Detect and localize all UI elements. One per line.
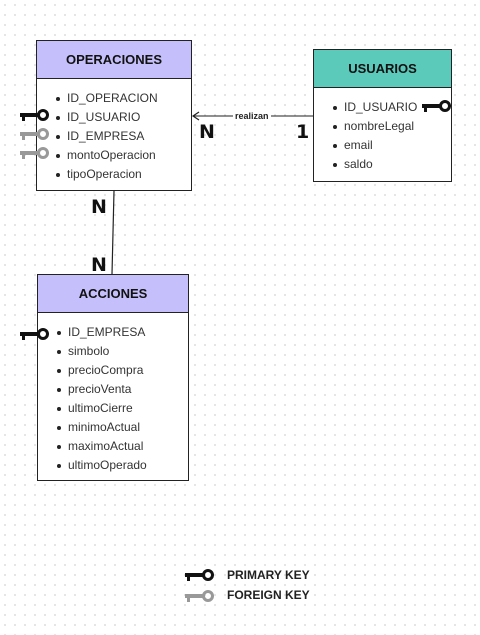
field-simbolo: simbolo	[38, 342, 188, 361]
relationship-label-realizan: realizan	[233, 111, 271, 121]
cardinality-acciones: N	[91, 254, 107, 276]
primary-key-icon	[20, 328, 49, 340]
entity-operaciones-title: OPERACIONES	[65, 52, 163, 67]
field-ultimo-cierre: ultimoCierre	[38, 399, 188, 418]
field-email: email	[314, 136, 451, 155]
field-maximo-actual: maximoActual	[38, 437, 188, 456]
field-saldo: saldo	[314, 155, 451, 174]
legend-primary-key-label: PRIMARY KEY	[227, 568, 310, 582]
legend-foreign-key-label: FOREIGN KEY	[227, 588, 310, 602]
cardinality-operaciones: N	[199, 121, 215, 143]
field-id-empresa: ID_EMPRESA	[38, 323, 188, 342]
entity-acciones-header: ACCIONES	[38, 275, 188, 313]
foreign-key-icon	[20, 128, 49, 140]
primary-key-icon	[20, 109, 49, 121]
foreign-key-icon	[20, 147, 49, 159]
field-tipo-operacion: tipoOperacion	[37, 165, 191, 184]
arrowhead-icon	[191, 111, 200, 121]
legend-foreign-key-icon	[185, 590, 214, 602]
entity-operaciones[interactable]: OPERACIONES ID_OPERACION ID_USUARIO ID_E…	[36, 40, 192, 191]
primary-key-icon	[422, 100, 451, 112]
entity-acciones-title: ACCIONES	[78, 286, 148, 301]
entity-usuarios[interactable]: USUARIOS ID_USUARIO nombreLegal email sa…	[313, 49, 452, 182]
field-precio-venta: precioVenta	[38, 380, 188, 399]
field-monto-operacion: montoOperacion	[37, 146, 191, 165]
field-minimo-actual: minimoActual	[38, 418, 188, 437]
cardinality-usuarios: 1	[296, 121, 310, 143]
legend-primary-key-icon	[185, 569, 214, 581]
field-id-usuario: ID_USUARIO	[37, 108, 191, 127]
relation-line-operaciones-acciones	[111, 190, 115, 275]
entity-operaciones-header: OPERACIONES	[37, 41, 191, 79]
field-id-empresa: ID_EMPRESA	[37, 127, 191, 146]
field-precio-compra: precioCompra	[38, 361, 188, 380]
entity-acciones[interactable]: ACCIONES ID_EMPRESA simbolo precioCompra…	[37, 274, 189, 481]
field-id-usuario: ID_USUARIO	[314, 98, 451, 117]
field-ultimo-operado: ultimoOperado	[38, 456, 188, 475]
cardinality-operaciones-acciones: N	[91, 196, 107, 218]
entity-usuarios-header: USUARIOS	[314, 50, 451, 88]
field-nombre-legal: nombreLegal	[314, 117, 451, 136]
field-id-operacion: ID_OPERACION	[37, 89, 191, 108]
entity-usuarios-title: USUARIOS	[348, 61, 417, 76]
